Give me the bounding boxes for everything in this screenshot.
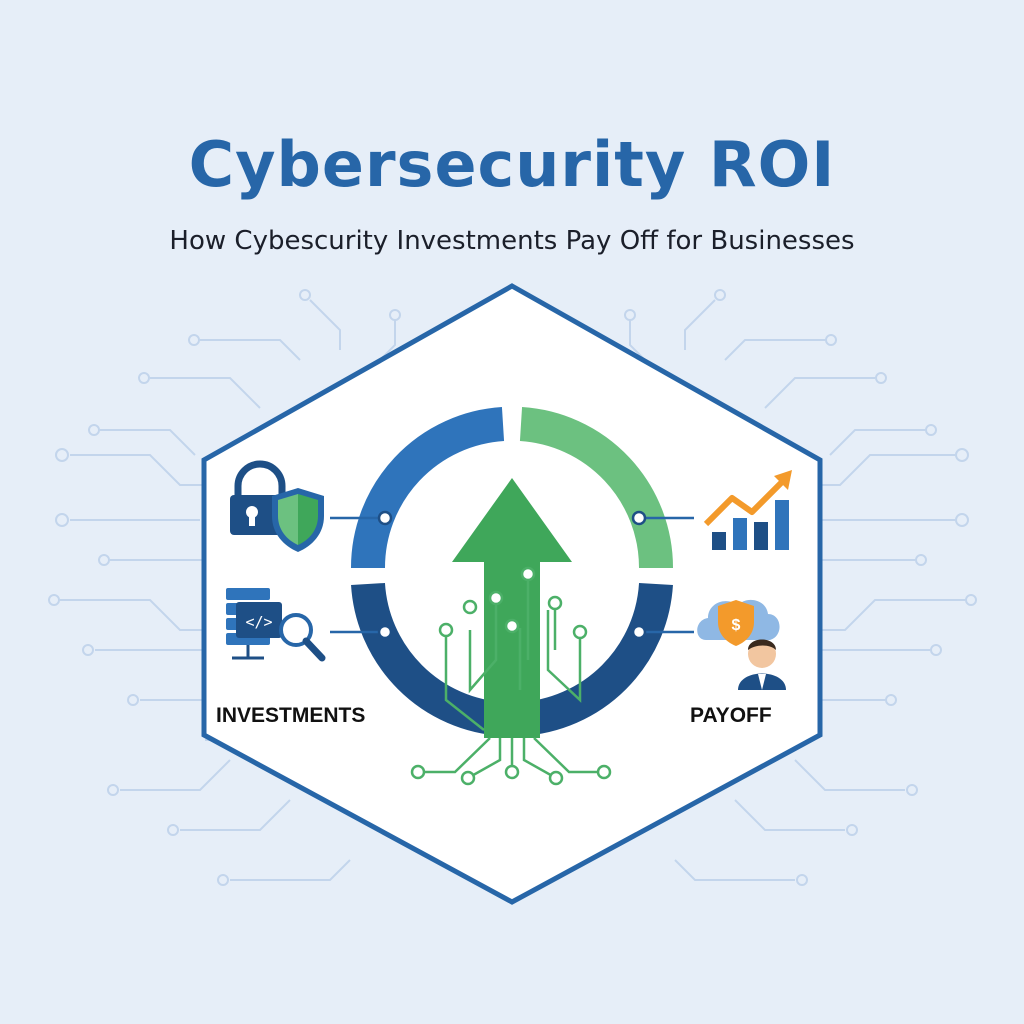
- investments-label: INVESTMENTS: [216, 704, 366, 727]
- page-subtitle: How Cybescurity Investments Pay Off for …: [169, 226, 855, 256]
- growth-arrow-icon: [452, 478, 572, 738]
- ring-segment-top-right: [519, 407, 674, 569]
- payoff-label: PAYOFF: [690, 704, 772, 727]
- growth-chart-icon: [703, 470, 792, 550]
- padlock-shield-icon: [230, 460, 324, 552]
- arrow-circuit-roots: [418, 580, 604, 780]
- dollar-glyph-text: $: [732, 617, 741, 634]
- page-title: Cybersecurity ROI: [188, 128, 836, 201]
- arrow-circuit-nodes: [410, 566, 612, 786]
- code-server-search-icon: </>: [226, 588, 326, 662]
- circuit-background: [48, 289, 977, 886]
- ring: [350, 407, 674, 736]
- ring-segment-bottom-right: [519, 582, 673, 736]
- ring-segment-bottom-left: [351, 582, 505, 736]
- businessman-cloud-dollar-icon: $: [697, 599, 786, 690]
- connectors: [330, 516, 694, 634]
- connector-dots: [377, 510, 647, 640]
- ring-segment-top-left: [350, 407, 505, 569]
- code-glyph-text: </>: [245, 613, 272, 631]
